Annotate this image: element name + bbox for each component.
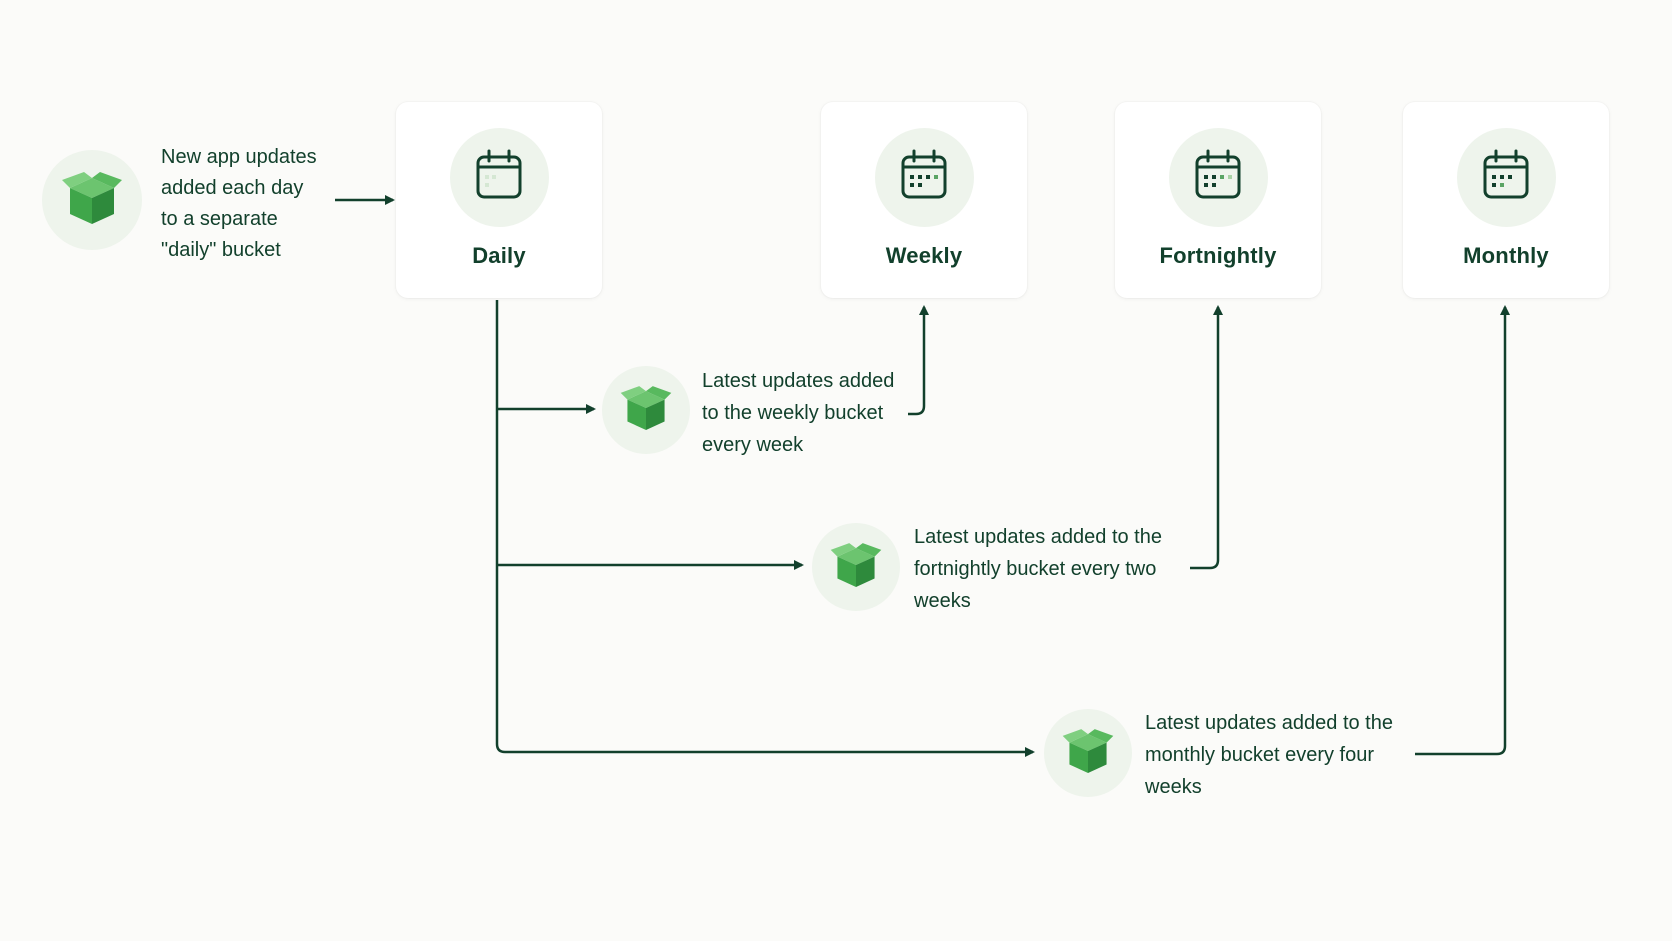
open-box-icon xyxy=(619,384,673,437)
step-text-line: Latest updates added xyxy=(702,370,895,392)
arrow-to-weekly xyxy=(908,305,929,416)
bucket-card-monthly: Monthly xyxy=(1403,102,1609,298)
weekly-step-description: Latest updates added to the weekly bucke… xyxy=(702,365,894,461)
daily-trunk-line xyxy=(495,300,506,754)
arrow-to-monthly xyxy=(1415,305,1510,756)
source-box-circle xyxy=(42,150,142,250)
bucket-card-weekly: Weekly xyxy=(821,102,1027,298)
weekly-step-box-circle xyxy=(602,366,690,454)
step-text-line: monthly bucket every four xyxy=(1145,744,1374,766)
step-text-line: weeks xyxy=(1145,776,1202,798)
source-text-line: New app updates xyxy=(161,146,317,168)
calendar-icon xyxy=(900,149,948,206)
step-text-line: fortnightly bucket every two xyxy=(914,558,1157,580)
bucket-label: Monthly xyxy=(1463,243,1549,268)
fortnightly-step-description: Latest updates added to the fortnightly … xyxy=(914,521,1162,617)
source-description: New app updates added each day to a sepa… xyxy=(161,142,317,266)
step-text-line: Latest updates added to the xyxy=(1145,712,1393,734)
source-text-line: added each day xyxy=(161,177,304,199)
open-box-icon xyxy=(829,541,883,594)
calendar-icon-circle xyxy=(874,128,974,227)
source-text-line: to a separate xyxy=(161,208,278,230)
fortnightly-step-box-circle xyxy=(812,523,900,611)
calendar-icon-circle xyxy=(1168,128,1268,227)
bucket-label: Fortnightly xyxy=(1159,243,1277,268)
step-text-line: Latest updates added to the xyxy=(914,526,1162,548)
bucket-card-fortnightly: Fortnightly xyxy=(1115,102,1321,298)
calendar-icon xyxy=(1482,149,1530,206)
calendar-icon xyxy=(475,149,523,206)
arrow-to-fortnightly xyxy=(1190,305,1223,570)
calendar-icon xyxy=(1194,149,1242,206)
step-text-line: weeks xyxy=(914,590,971,612)
monthly-step-box-circle xyxy=(1044,709,1132,797)
bucket-label: Daily xyxy=(472,243,526,268)
open-box-icon xyxy=(60,170,124,231)
bucket-card-daily: Daily xyxy=(396,102,602,298)
source-text-line: "daily" bucket xyxy=(161,239,281,261)
calendar-icon-circle xyxy=(449,128,549,227)
step-text-line: to the weekly bucket xyxy=(702,402,884,424)
bucket-label: Weekly xyxy=(885,243,963,268)
open-box-icon xyxy=(1061,727,1115,780)
step-text-line: every week xyxy=(702,434,804,456)
monthly-step-description: Latest updates added to the monthly buck… xyxy=(1145,707,1393,803)
calendar-icon-circle xyxy=(1456,128,1556,227)
